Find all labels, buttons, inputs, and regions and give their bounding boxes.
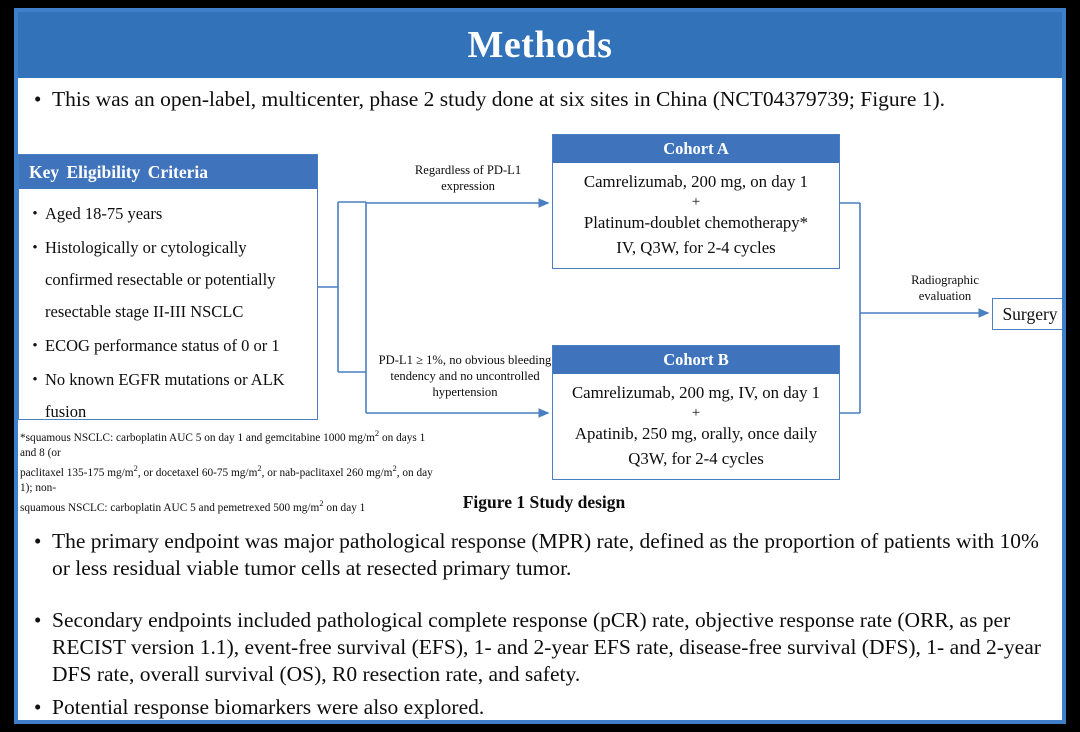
- bullet-marker: •: [34, 529, 42, 553]
- surgery-label: Surgery: [1002, 303, 1058, 324]
- bullet-marker: •: [32, 206, 38, 222]
- cohort-b-box: Cohort B Camrelizumab, 200 mg, IV, on da…: [552, 345, 840, 480]
- cohort-b-header-text: Cohort B: [663, 350, 729, 369]
- footnote-line: *squamous NSCLC: carboplatin AUC 5 on da…: [20, 428, 426, 459]
- eligibility-header: Key Eligibility Criteria: [19, 155, 317, 189]
- body-bullet-3-text: Potential response biomarkers were also …: [52, 695, 485, 719]
- list-item: • ECOG performance status of 0 or 1: [25, 330, 311, 362]
- eligibility-list: • Aged 18-75 years • Histologically or c…: [19, 189, 317, 434]
- bullet-marker: •: [32, 240, 38, 256]
- list-item: • No known EGFR mutations or ALK fusion: [25, 364, 311, 428]
- body-bullet-2: • Secondary endpoints included pathologi…: [34, 607, 1046, 688]
- body-bullet-1: • The primary endpoint was major patholo…: [34, 528, 1046, 582]
- footnote-line: paclitaxel 135-175 mg/m2, or docetaxel 6…: [20, 462, 433, 494]
- cohort-a-header: Cohort A: [553, 135, 839, 163]
- cohort-b-line3: Q3W, for 2-4 cycles: [628, 449, 764, 468]
- cohort-b-body: Camrelizumab, 200 mg, IV, on day 1 + Apa…: [553, 374, 839, 479]
- bullet-marker: •: [32, 338, 38, 354]
- cohort-b-line2: Apatinib, 250 mg, orally, once daily: [574, 424, 818, 443]
- body-bullet-3: • Potential response biomarkers were als…: [34, 694, 1046, 720]
- body-bullet-2-text: Secondary endpoints included pathologica…: [52, 608, 1041, 686]
- page-title: Methods: [467, 24, 613, 66]
- eligibility-header-text: Key Eligibility Criteria: [29, 161, 209, 182]
- cohort-b-line1: Camrelizumab, 200 mg, IV, on day 1: [571, 383, 821, 402]
- cohort-a-line2: Platinum-doublet chemotherapy*: [583, 213, 809, 232]
- bullet-marker: •: [32, 372, 38, 388]
- cohort-a-plus: +: [691, 194, 701, 210]
- intro-bullet-text: This was an open-label, multicenter, pha…: [52, 87, 946, 111]
- eligibility-item-text: Histologically or cytologically confirme…: [45, 238, 276, 321]
- bullet-marker: •: [34, 87, 42, 111]
- intro-bullet: • This was an open-label, multicenter, p…: [34, 86, 1054, 113]
- eligibility-criteria-box: Key Eligibility Criteria • Aged 18-75 ye…: [18, 154, 318, 421]
- slide-canvas: Methods • This was an open-label, multic…: [14, 8, 1066, 724]
- cohort-a-body: Camrelizumab, 200 mg, on day 1 + Platinu…: [553, 163, 839, 268]
- cohort-b-plus: +: [691, 405, 701, 421]
- body-bullet-1-text: The primary endpoint was major pathologi…: [52, 529, 1039, 580]
- figure-caption: Figure 1 Study design: [462, 492, 626, 512]
- eligibility-item-text: Aged 18-75 years: [45, 204, 163, 223]
- cohort-a-header-text: Cohort A: [663, 139, 729, 158]
- connector-label-radiographic: Radiographic evaluation: [911, 273, 979, 303]
- cohort-a-line1: Camrelizumab, 200 mg, on day 1: [583, 172, 809, 191]
- study-design-figure: Key Eligibility Criteria • Aged 18-75 ye…: [18, 80, 1062, 513]
- list-item: • Aged 18-75 years: [25, 198, 311, 230]
- list-item: • Histologically or cytologically confir…: [25, 232, 311, 328]
- cohort-b-header: Cohort B: [553, 346, 839, 374]
- connector-label-bottom: PD-L1 ≥ 1%, no obvious bleeding tendency…: [378, 353, 552, 399]
- bullet-marker: •: [34, 695, 42, 719]
- surgery-box: Surgery: [992, 298, 1062, 330]
- footnote-line: squamous NSCLC: carboplatin AUC 5 and pe…: [20, 497, 366, 514]
- cohort-a-box: Cohort A Camrelizumab, 200 mg, on day 1 …: [552, 134, 840, 269]
- bullet-marker: •: [34, 608, 42, 632]
- chemotherapy-footnote: *squamous NSCLC: carboplatin AUC 5 on da…: [20, 426, 440, 515]
- eligibility-item-text: No known EGFR mutations or ALK fusion: [45, 370, 285, 421]
- eligibility-item-text: ECOG performance status of 0 or 1: [45, 336, 280, 355]
- slide-title-band: Methods: [18, 12, 1062, 78]
- connector-label-top: Regardless of PD-L1 expression: [414, 163, 522, 193]
- cohort-a-line3: IV, Q3W, for 2-4 cycles: [616, 238, 776, 257]
